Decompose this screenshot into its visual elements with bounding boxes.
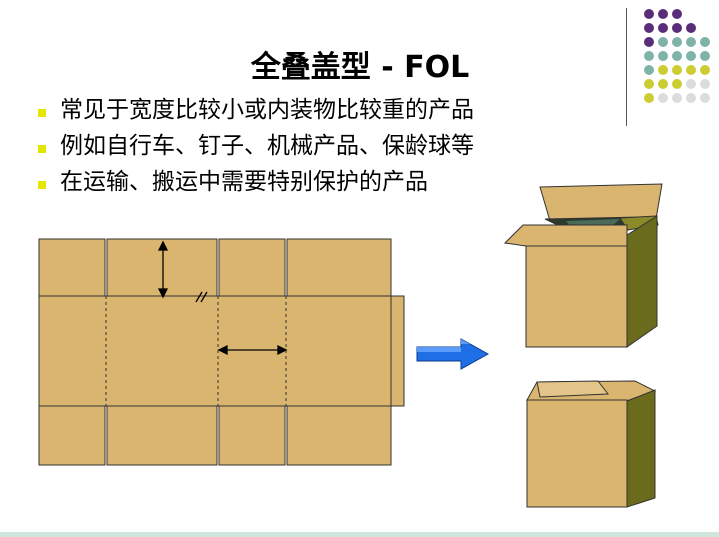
dot-row-2	[644, 23, 696, 33]
glue-flap	[390, 295, 405, 407]
decorative-dot-grid	[644, 9, 710, 103]
bottom-flap	[286, 405, 392, 466]
box-side-face	[626, 215, 658, 348]
fold-lines	[39, 295, 391, 407]
dot-row-6	[644, 79, 710, 89]
bottom-flap	[218, 405, 286, 466]
bullet-text: 例如自行车、钉子、机械产品、保龄球等	[60, 133, 474, 159]
flap-depth-arrow	[157, 240, 169, 299]
box-front-face	[526, 399, 628, 508]
box-blank-flat	[38, 238, 405, 466]
bullet-item: 在运输、搬运中需要特别保护的产品	[38, 166, 474, 202]
front-flap	[503, 224, 628, 247]
decorative-bottom-bar	[0, 532, 719, 537]
panel-width-arrow	[217, 344, 288, 356]
bullet-item: 例如自行车、钉子、机械产品、保龄球等	[38, 130, 474, 166]
bullet-marker	[38, 145, 46, 153]
back-flap	[539, 183, 663, 222]
bullet-marker	[38, 109, 46, 117]
top-flap	[218, 238, 286, 297]
dot-row-3	[644, 37, 710, 47]
dot-row-5	[644, 65, 710, 75]
top-flap	[38, 238, 106, 297]
bullet-marker	[38, 181, 46, 189]
bullet-list: 常见于宽度比较小或内装物比较重的产品 例如自行车、钉子、机械产品、保龄球等 在运…	[38, 94, 474, 202]
decorative-divider	[626, 8, 627, 126]
dot-row-1	[644, 9, 682, 19]
slide-title: 全叠盖型 - FOL	[250, 50, 470, 85]
bullet-text: 常见于宽度比较小或内装物比较重的产品	[60, 97, 474, 123]
equal-length-mark	[195, 291, 208, 303]
bottom-flap	[106, 405, 218, 466]
open-box-illustration	[503, 183, 663, 348]
top-flap	[286, 238, 392, 297]
bullet-item: 常见于宽度比较小或内装物比较重的产品	[38, 94, 474, 130]
bullet-text: 在运输、搬运中需要特别保护的产品	[60, 169, 428, 195]
bottom-flap	[38, 405, 106, 466]
box-side-face	[626, 389, 656, 508]
dot-row-4	[644, 51, 710, 61]
right-arrow-icon	[416, 338, 490, 370]
body-panels	[38, 295, 392, 407]
closed-box-illustration	[526, 380, 657, 508]
dot-row-7	[644, 93, 710, 103]
box-front-face	[525, 245, 628, 348]
